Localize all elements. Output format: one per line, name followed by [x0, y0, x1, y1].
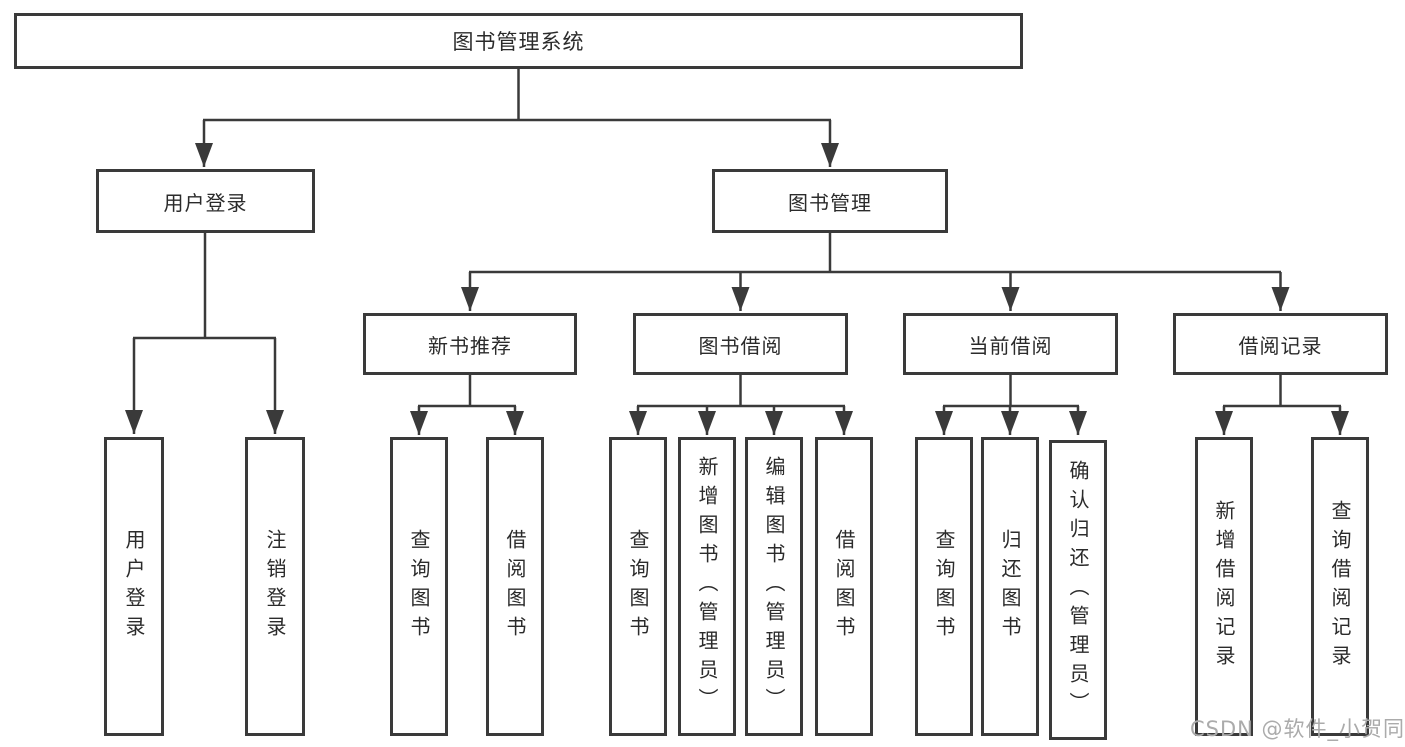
leaf-label: 用户登录: [122, 528, 146, 645]
csdn-watermark: CSDN @软件_小贺同学: [1190, 717, 1405, 741]
node-new-book-recommend: 新书推荐: [363, 313, 577, 375]
leaf-label: 查询图书: [932, 528, 956, 645]
leaf-label: 归还图书: [998, 528, 1022, 645]
node-book-management: 图书管理: [712, 169, 948, 233]
leaf-query-books-recommend: 查询图书: [390, 437, 448, 736]
connector-arrows: [125, 120, 1349, 435]
node-label: 新书推荐: [428, 333, 512, 358]
node-label: 当前借阅: [968, 333, 1053, 358]
leaf-edit-books-admin: 编辑图书（管理员）: [745, 437, 803, 736]
node-label: 用户登录: [163, 190, 248, 215]
node-user-login: 用户登录: [96, 169, 315, 233]
node-label: 图书管理: [788, 190, 872, 215]
node-label: 图书借阅: [698, 333, 783, 358]
leaf-label: 查询图书: [407, 528, 431, 645]
leaf-label: 注销登录: [263, 528, 287, 645]
leaf-borrow-books-borrowing: 借阅图书: [815, 437, 873, 736]
leaf-borrow-books-recommend: 借阅图书: [486, 437, 544, 736]
leaf-label: 新增借阅记录: [1212, 499, 1236, 674]
leaf-query-books-borrowing: 查询图书: [609, 437, 667, 736]
leaf-label: 新增图书（管理员）: [695, 456, 719, 717]
leaf-return-books: 归还图书: [981, 437, 1039, 736]
node-current-borrowing: 当前借阅: [903, 313, 1118, 375]
leaf-label: 查询借阅记录: [1328, 499, 1352, 674]
leaf-query-borrow-record: 查询借阅记录: [1311, 437, 1369, 736]
node-library-management-system: 图书管理系统: [14, 13, 1023, 69]
node-label: 借阅记录: [1238, 333, 1323, 358]
leaf-add-books-admin: 新增图书（管理员）: [678, 437, 736, 736]
leaf-confirm-return-admin: 确认归还（管理员）: [1049, 440, 1107, 740]
leaf-label: 编辑图书（管理员）: [762, 456, 786, 717]
leaf-query-books-current: 查询图书: [915, 437, 973, 736]
leaf-label: 借阅图书: [832, 528, 856, 645]
leaf-label: 借阅图书: [503, 528, 527, 645]
node-borrowing-records: 借阅记录: [1173, 313, 1388, 375]
leaf-label: 确认归还（管理员）: [1066, 459, 1090, 721]
leaf-logout: 注销登录: [245, 437, 305, 736]
node-label: 图书管理系统: [452, 30, 585, 54]
leaf-user-login: 用户登录: [104, 437, 164, 736]
leaf-add-borrow-record: 新增借阅记录: [1195, 437, 1253, 736]
connector-stems: [133, 69, 1341, 408]
node-book-borrowing: 图书借阅: [633, 313, 848, 375]
leaf-label: 查询图书: [626, 528, 650, 645]
